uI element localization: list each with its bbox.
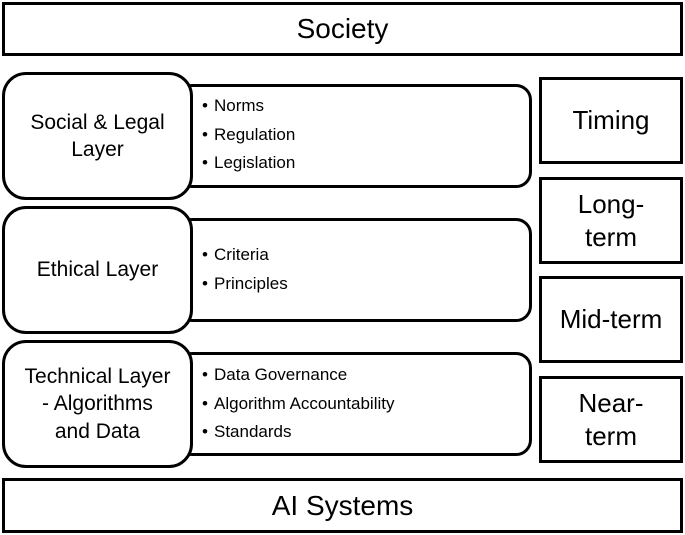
social-legal-layer-label: Social & Legal Layer <box>30 110 165 161</box>
ethical-layer-label: Ethical Layer <box>36 258 159 282</box>
technical-items: Data Governance Algorithm Accountability… <box>202 361 394 447</box>
long-term-box: Long- term <box>539 177 683 264</box>
list-item: Standards <box>202 418 394 447</box>
society-band: Society <box>2 2 683 56</box>
technical-layer-label: Technical Layer - Algorithms and Data <box>24 365 171 443</box>
ethical-items: Criteria Principles <box>202 241 288 298</box>
list-item: Algorithm Accountability <box>202 390 394 419</box>
timing-header-box: Timing <box>539 77 683 164</box>
timing-header-label: Timing <box>572 105 650 136</box>
long-term-label: Long- term <box>577 189 645 252</box>
ethical-layer-box: Ethical Layer <box>2 206 193 334</box>
list-item: Principles <box>202 270 288 299</box>
list-item: Data Governance <box>202 361 394 390</box>
list-item: Criteria <box>202 241 288 270</box>
mid-term-label: Mid-term <box>559 304 663 335</box>
list-item: Norms <box>202 92 295 121</box>
social-legal-items: Norms Regulation Legislation <box>202 92 295 178</box>
near-term-box: Near- term <box>539 376 683 463</box>
social-legal-layer-box: Social & Legal Layer <box>2 72 193 200</box>
technical-layer-box: Technical Layer - Algorithms and Data <box>2 340 193 468</box>
ai-systems-label: AI Systems <box>271 489 414 521</box>
near-term-label: Near- term <box>578 388 644 451</box>
list-item: Legislation <box>202 149 295 178</box>
society-label: Society <box>296 13 389 44</box>
list-item: Regulation <box>202 121 295 150</box>
mid-term-box: Mid-term <box>539 276 683 363</box>
ai-systems-band: AI Systems <box>2 478 683 533</box>
